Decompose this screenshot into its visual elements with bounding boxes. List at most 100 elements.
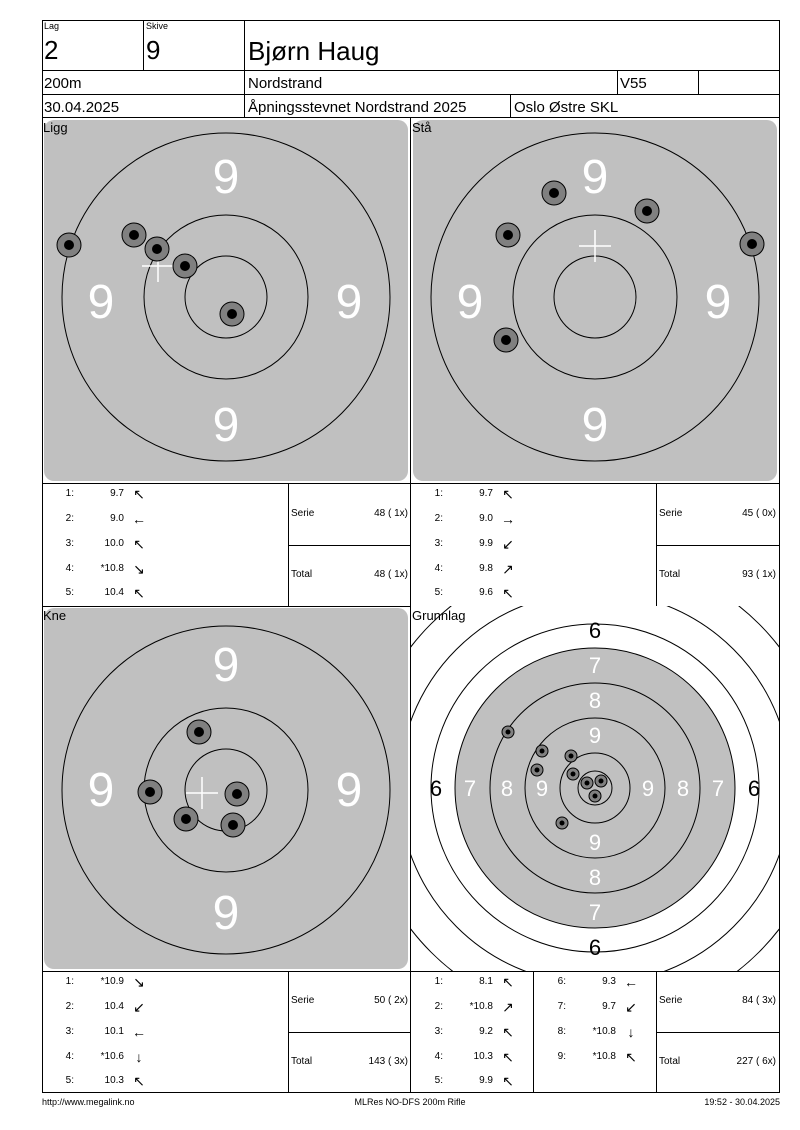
shot-hole xyxy=(56,232,82,258)
shot-number: 2: xyxy=(65,1001,74,1012)
ring-number: 9 xyxy=(336,764,363,817)
ring-number: 9 xyxy=(213,639,240,692)
ring-9 xyxy=(61,132,391,462)
shot-hole xyxy=(224,781,250,807)
divider xyxy=(410,118,411,1093)
serie-value: 50 ( 2x) xyxy=(374,995,408,1006)
ring-number: 9 xyxy=(589,830,601,855)
shot-score: 9.0 xyxy=(479,513,493,524)
direction-arrow-icon: ↖ xyxy=(502,585,514,601)
total-label: Total xyxy=(291,569,313,580)
shot-score: 9.9 xyxy=(479,538,493,549)
shot-hole xyxy=(580,776,594,790)
shot-score: 9.7 xyxy=(602,1001,616,1012)
ring-number: 7 xyxy=(589,900,601,925)
divider xyxy=(617,70,618,94)
shot-score: *10.6 xyxy=(100,1051,124,1062)
shot-hole xyxy=(535,744,549,758)
shot-score: 9.8 xyxy=(479,563,493,574)
shot-score: *10.9 xyxy=(100,976,124,987)
shot-number: 8: xyxy=(557,1026,566,1037)
direction-arrow-icon: ↘ xyxy=(133,974,145,990)
ring-number: 9 xyxy=(536,776,548,801)
total-label: Total xyxy=(659,1056,681,1067)
serie-label: Serie xyxy=(659,508,683,519)
serie-value: 84 ( 3x) xyxy=(742,995,776,1006)
shot-score: 10.0 xyxy=(104,538,124,549)
shot-hole xyxy=(555,816,569,830)
ring-number: 8 xyxy=(677,776,689,801)
shot-score: 9.7 xyxy=(110,488,124,499)
direction-arrow-icon: ↙ xyxy=(625,999,637,1015)
target-background xyxy=(44,120,408,481)
shot-number: 2: xyxy=(434,1001,443,1012)
ring-number: 9 xyxy=(88,764,115,817)
shot-number: 5: xyxy=(65,1075,74,1086)
ring-number: 9 xyxy=(589,723,601,748)
ring-9 xyxy=(430,132,760,462)
date: 30.04.2025 xyxy=(44,99,120,116)
shot-hole xyxy=(220,812,246,838)
target-kne: 9 9 9 9 xyxy=(44,608,408,969)
direction-arrow-icon: ↓ xyxy=(627,1024,635,1040)
divider xyxy=(288,1032,410,1033)
direction-arrow-icon: ← xyxy=(132,511,146,527)
center-cross xyxy=(579,230,611,262)
panel-title-ligg: Ligg xyxy=(43,120,68,135)
total-value: 143 ( 3x) xyxy=(368,1056,408,1067)
direction-arrow-icon: ↖ xyxy=(502,1049,514,1065)
direction-arrow-icon: ↓ xyxy=(135,1049,143,1065)
shot-list-grunnlag-left: 1:8.1↖ 2:*10.8↗ 3:9.2↖ 4:10.3↖ 5:9.9↖ xyxy=(429,975,529,1091)
total-value: 93 ( 1x) xyxy=(742,569,776,580)
shot-score: 10.3 xyxy=(473,1051,493,1062)
ring-number: 6 xyxy=(589,935,601,960)
shooter-name: Bjørn Haug xyxy=(248,36,380,66)
ring-number: 9 xyxy=(457,276,484,329)
shot-hole xyxy=(173,806,199,832)
results-frame xyxy=(42,118,780,1093)
ring-7 xyxy=(454,647,736,929)
total-label: Total xyxy=(659,569,681,580)
shot-list-ligg: 1:9.7↖ 2:9.0← 3:10.0↖ 4:*10.8↘ 5:10.4↖ xyxy=(60,487,280,603)
direction-arrow-icon: ← xyxy=(624,974,638,990)
ring-number: 7 xyxy=(464,776,476,801)
shot-score: 8.1 xyxy=(479,976,493,987)
shot-hole xyxy=(121,222,147,248)
shot-number: 1: xyxy=(434,976,443,987)
ring-9 xyxy=(524,717,666,859)
event-name: Åpningsstevnet Nordstrand 2025 xyxy=(248,99,467,116)
shot-number: 1: xyxy=(65,976,74,987)
footer-timestamp: 19:52 - 30.04.2025 xyxy=(704,1097,780,1107)
divider xyxy=(533,972,534,1093)
ring-number: 9 xyxy=(213,399,240,452)
target-ligg: 9 9 9 9 xyxy=(44,120,408,481)
direction-arrow-icon: ↖ xyxy=(502,1024,514,1040)
header-box xyxy=(42,20,780,118)
footer-url[interactable]: http://www.megalink.no xyxy=(42,1097,135,1107)
serie-value: 48 ( 1x) xyxy=(374,508,408,519)
shot-hole xyxy=(172,253,198,279)
serie-label: Serie xyxy=(659,995,683,1006)
total-value: 227 ( 6x) xyxy=(736,1056,776,1067)
direction-arrow-icon: ↖ xyxy=(133,1073,145,1089)
direction-arrow-icon: ↗ xyxy=(502,999,514,1015)
shot-number: 4: xyxy=(434,563,443,574)
ring-9 xyxy=(61,625,391,955)
ring-number: 6 xyxy=(430,776,442,801)
shot-score: 9.0 xyxy=(110,513,124,524)
ring-number: 9 xyxy=(88,276,115,329)
direction-arrow-icon: ↖ xyxy=(133,536,145,552)
shot-number: 4: xyxy=(65,1051,74,1062)
class: V55 xyxy=(620,75,647,92)
direction-arrow-icon: ← xyxy=(132,1024,146,1040)
divider xyxy=(42,483,780,484)
shot-hole xyxy=(144,236,170,262)
inner-ten-ring xyxy=(184,255,268,339)
shot-list-sta: 1:9.7↖ 2:9.0→ 3:9.9↙ 4:9.8↗ 5:9.6↖ xyxy=(429,487,649,603)
ring-number: 7 xyxy=(712,776,724,801)
shot-number: 3: xyxy=(65,1026,74,1037)
ring-number: 9 xyxy=(582,151,609,204)
shot-number: 3: xyxy=(434,538,443,549)
shot-score: *10.8 xyxy=(469,1001,493,1012)
panel-title-grunnlag: Grunnlag xyxy=(412,608,466,623)
